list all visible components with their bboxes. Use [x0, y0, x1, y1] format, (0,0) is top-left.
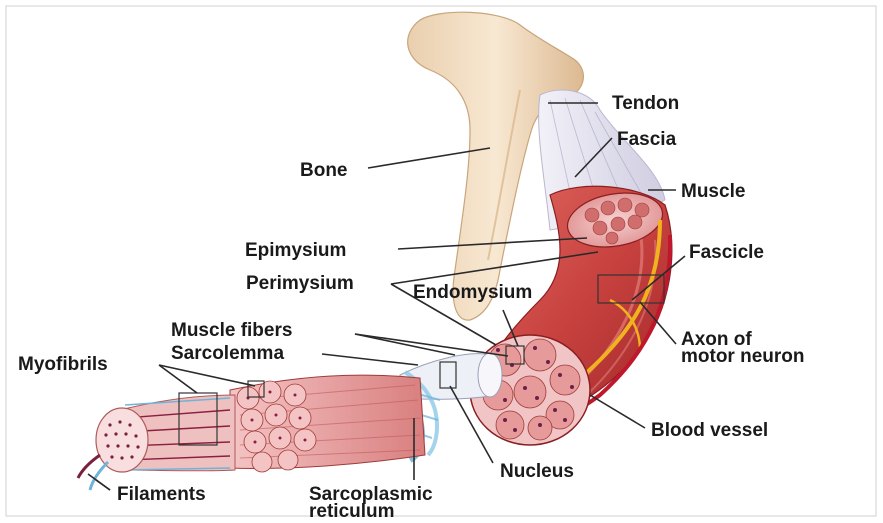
label-filaments: Filaments [117, 484, 206, 505]
label-nucleus: Nucleus [500, 461, 574, 482]
label-fascicle: Fascicle [689, 242, 764, 263]
label-fascia: Fascia [617, 129, 677, 150]
label-axon-line2: motor neuron [681, 346, 805, 367]
label-muscle: Muscle [681, 181, 745, 202]
label-muscle-fibers: Muscle fibers [171, 320, 292, 341]
label-myofibrils: Myofibrils [18, 354, 108, 375]
label-tendon: Tendon [612, 93, 679, 114]
label-perimysium: Perimysium [246, 273, 354, 294]
label-sarcolemma: Sarcolemma [171, 343, 284, 364]
myofibril-bundle [230, 375, 425, 472]
single-myofibril [78, 395, 235, 490]
label-endomysium: Endomysium [413, 282, 532, 303]
label-bone: Bone [300, 160, 348, 181]
label-sarcoplasmic-line2: reticulum [309, 501, 395, 522]
label-blood-vessel: Blood vessel [651, 420, 768, 441]
label-epimysium: Epimysium [245, 240, 346, 261]
